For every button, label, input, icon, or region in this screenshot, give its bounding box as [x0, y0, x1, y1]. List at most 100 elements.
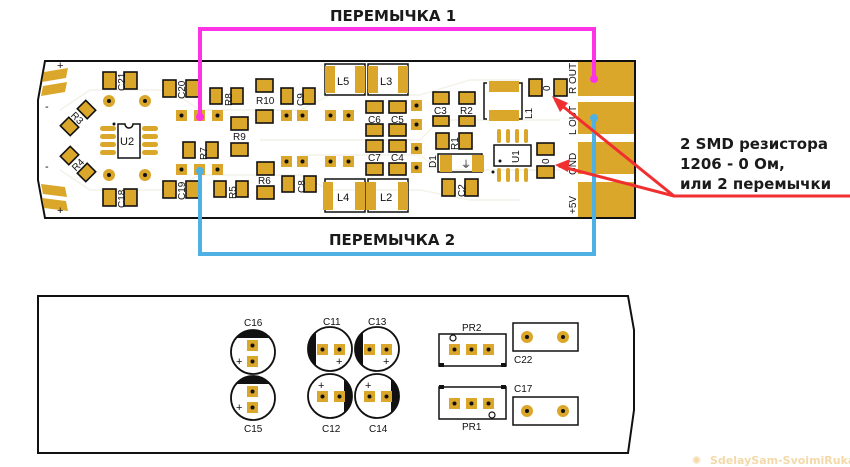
component-l2: L2 — [366, 178, 409, 213]
component-r9: R9 — [230, 116, 249, 157]
component-c14: + C14 — [354, 373, 400, 435]
svg-text:C7: C7 — [368, 153, 381, 164]
svg-text:0: 0 — [542, 85, 553, 91]
note-line-1: 2 SMD резистора — [680, 135, 828, 153]
component-pr1: PR1 — [438, 385, 507, 433]
pin-label-r-out: R OUT — [568, 63, 579, 94]
arrow-head-top — [552, 96, 568, 112]
component-r10: R10 — [255, 78, 275, 124]
jumper-2 — [196, 114, 598, 256]
svg-text:C14: C14 — [369, 424, 388, 435]
jumper-1 — [196, 27, 598, 121]
svg-text:L5: L5 — [337, 76, 349, 88]
svg-text:C13: C13 — [368, 317, 387, 328]
note-line-2: 1206 - 0 Ом, — [680, 155, 785, 173]
svg-text:+: + — [336, 356, 342, 368]
diode-symbol: ⏚ — [461, 159, 471, 171]
svg-text:R7: R7 — [199, 147, 210, 160]
svg-text:R9: R9 — [233, 132, 246, 143]
svg-text:R5: R5 — [228, 186, 239, 199]
arrow-head-mid — [555, 159, 570, 172]
svg-text:+: + — [383, 356, 389, 368]
svg-text:+: + — [365, 380, 371, 392]
pad-r-out — [578, 62, 634, 96]
component-c18: C18 — [102, 188, 138, 208]
component-r3: R3 — [59, 99, 97, 137]
svg-text:PR2: PR2 — [462, 323, 482, 334]
svg-text:U1: U1 — [511, 150, 522, 163]
component-c9: C9 — [280, 87, 316, 106]
component-c11: + C11 — [307, 317, 353, 372]
bottom-board: + C16 + C15 + C11 + C13 — [37, 295, 635, 454]
svg-text:C16: C16 — [244, 318, 263, 329]
note-line-3: или 2 перемычки — [680, 175, 831, 193]
pad-5v — [578, 182, 634, 217]
svg-text:0: 0 — [541, 158, 552, 164]
component-c17: C17 — [512, 384, 579, 426]
svg-text:C17: C17 — [514, 384, 533, 395]
component-c19: C19 — [162, 180, 200, 200]
svg-text:+: + — [236, 356, 242, 368]
component-d1: ⏚ D1 — [428, 153, 484, 173]
pad-l-out — [578, 102, 634, 134]
svg-text:PR1: PR1 — [462, 422, 482, 433]
left-edge-pads — [41, 68, 68, 211]
svg-text:C4: C4 — [391, 153, 404, 164]
component-c15: + C15 — [230, 375, 276, 435]
svg-text:C9: C9 — [296, 93, 307, 106]
svg-text:R10: R10 — [256, 96, 275, 107]
pin-label-5v: +5V — [568, 196, 579, 214]
svg-text:C12: C12 — [322, 424, 341, 435]
component-c7: C7 — [365, 139, 384, 176]
component-c2: C2 — [441, 178, 479, 197]
output-connector: R OUT L OUT GND +5V — [568, 62, 634, 217]
component-l3: L3 — [367, 63, 409, 96]
jumper-1-label: ПЕРЕМЫЧКА 1 — [330, 7, 456, 25]
component-c21: C21 — [102, 71, 138, 91]
component-c4: C4 — [388, 139, 407, 176]
zero-ohm-resistor-mid: 0 — [536, 142, 555, 179]
vias-middle — [281, 100, 422, 173]
component-r6: R6 — [256, 161, 275, 200]
component-l1: L1 — [483, 81, 535, 121]
svg-text:R6: R6 — [258, 176, 271, 187]
svg-text:R1: R1 — [450, 137, 461, 150]
svg-text:C8: C8 — [297, 180, 308, 193]
component-r7: R7 — [182, 141, 219, 160]
watermark-sun-icon: ✺ — [692, 454, 701, 467]
component-c3: C3 — [432, 91, 450, 127]
component-c13: + C13 — [354, 317, 400, 372]
svg-text:+: + — [318, 380, 324, 392]
component-l5: L5 — [324, 63, 366, 96]
svg-text:C18: C18 — [117, 189, 128, 208]
svg-text:C11: C11 — [323, 317, 341, 328]
component-u2: U2 — [100, 122, 158, 159]
edge-mark-minus-1: - — [45, 101, 49, 113]
watermark-text: SdelaySam-SvoimiRukami.ru — [710, 454, 850, 467]
svg-text:R2: R2 — [460, 106, 473, 117]
component-c20: C20 — [162, 79, 200, 99]
svg-text:L3: L3 — [380, 76, 392, 88]
component-r2: R2 — [458, 91, 476, 127]
zero-ohm-resistor-top: 0 — [528, 78, 568, 97]
svg-text:L1: L1 — [524, 107, 535, 119]
component-r4: R4 — [59, 145, 97, 183]
annotation-arrows — [552, 96, 850, 198]
component-c6: C6 — [365, 100, 384, 137]
component-c16: + C16 — [230, 318, 276, 375]
svg-text:U2: U2 — [120, 136, 134, 148]
jumper-2-label: ПЕРЕМЫЧКА 2 — [329, 231, 455, 249]
svg-text:L4: L4 — [337, 192, 349, 204]
component-c5: C5 — [388, 100, 407, 137]
svg-text:C19: C19 — [177, 181, 188, 200]
edge-mark-minus-2: - — [45, 161, 49, 173]
svg-text:C22: C22 — [514, 355, 533, 366]
component-u1: U1 — [491, 129, 532, 182]
component-r8: R8 — [209, 87, 244, 106]
svg-text:D1: D1 — [428, 155, 439, 168]
svg-text:C5: C5 — [391, 115, 404, 126]
svg-text:C2: C2 — [457, 184, 468, 197]
component-c12: + C12 — [307, 373, 353, 435]
top-board: + - - + C21 R3 R4 — [37, 60, 636, 219]
